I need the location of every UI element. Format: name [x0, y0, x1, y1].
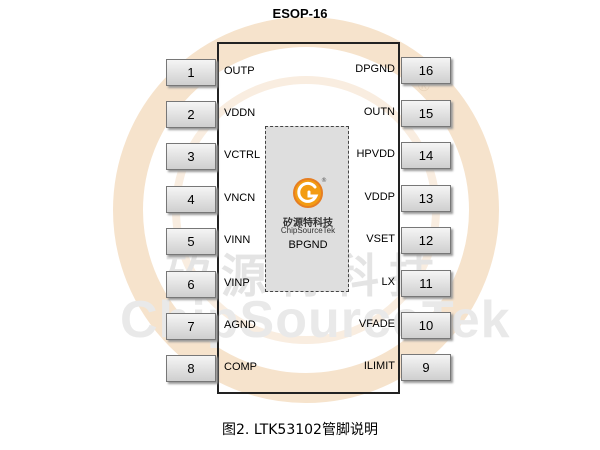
pin-label-dpgnd: DPGND: [355, 63, 395, 75]
pin-13: 13: [401, 185, 451, 212]
pin-9: 9: [401, 354, 451, 381]
package-title: ESOP-16: [272, 6, 328, 21]
pin-label-outn: OUTN: [363, 106, 395, 118]
pin-15: 15: [401, 100, 451, 127]
pin-label-vinn: VINN: [224, 234, 251, 246]
pad-brand-en: ChipSourceTek: [280, 226, 336, 235]
pad-brand-cn: 矽源特科技: [283, 218, 333, 229]
pin-label-vset: VSET: [366, 233, 395, 245]
pin-label-vfade: VFADE: [358, 318, 395, 330]
pad-label-bpgnd: BPGND: [288, 239, 328, 251]
pin-label-vddp: VDDP: [364, 191, 395, 203]
pin-11: 11: [401, 270, 451, 297]
pin-5: 5: [166, 228, 216, 255]
brand-logo-icon: ®: [293, 177, 327, 208]
pin-label-comp: COMP: [224, 361, 257, 373]
pin-label-ilimit: ILIMIT: [363, 360, 395, 372]
svg-text:®: ®: [321, 177, 327, 184]
pin-label-lx: LX: [381, 276, 395, 288]
pin-3: 3: [166, 143, 216, 170]
pin-label-outp: OUTP: [224, 65, 255, 77]
exposed-pad: ® 矽源特科技 ChipSourceTek BPGND: [265, 126, 349, 292]
pin-12: 12: [401, 227, 451, 254]
pin-2: 2: [166, 101, 216, 128]
figure-caption: 图2. LTK53102管脚说明: [222, 422, 378, 438]
pin-label-vctrl: VCTRL: [224, 149, 261, 161]
pin-8: 8: [166, 355, 216, 382]
pin-label-vncn: VNCN: [224, 192, 256, 204]
pin-label-hpvdd: HPVDD: [356, 148, 395, 160]
pin-16: 16: [401, 57, 451, 84]
pin-label-agnd: AGND: [224, 319, 256, 331]
pin-7: 7: [166, 313, 216, 340]
pin-14: 14: [401, 142, 451, 169]
watermark-registered-mark: ®: [418, 78, 430, 95]
pin-1: 1: [166, 59, 216, 86]
pin-label-vinp: VINP: [224, 277, 250, 289]
pin-10: 10: [401, 312, 451, 339]
pin-label-vddn: VDDN: [224, 107, 256, 119]
pin-4: 4: [166, 186, 216, 213]
chip-body: [217, 42, 400, 394]
pin-6: 6: [166, 271, 216, 298]
